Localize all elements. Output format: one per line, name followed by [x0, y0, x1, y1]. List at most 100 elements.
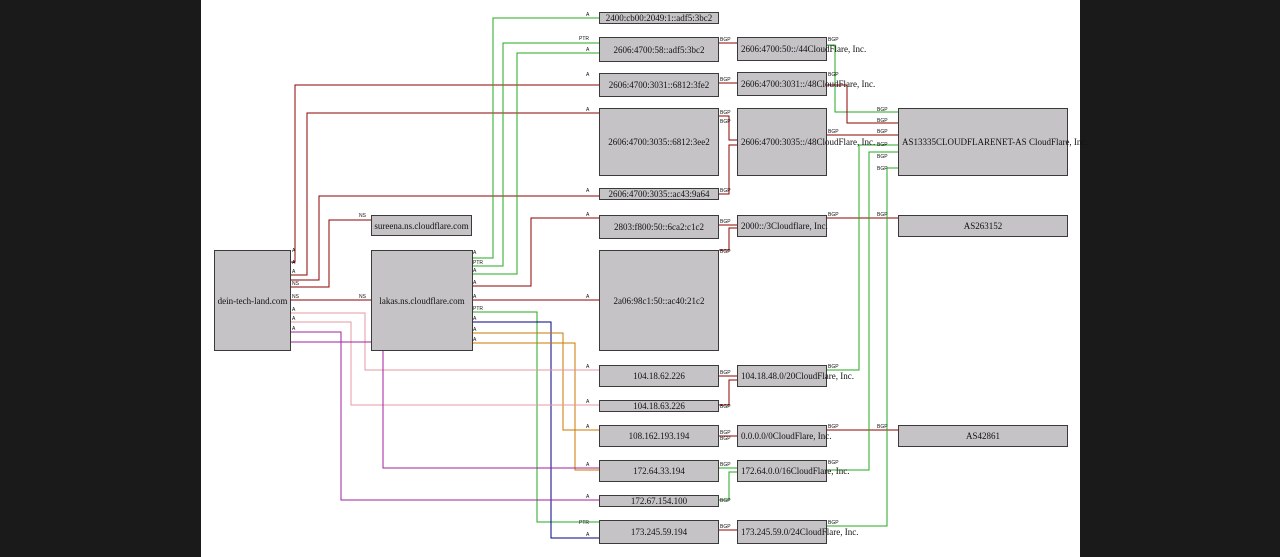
- edge-label: A: [586, 188, 590, 194]
- edge-lakas-108: [473, 332, 599, 431]
- prefix-line: 2606:4700:3031::/48: [741, 79, 817, 89]
- node-ip-172-67[interactable]: 172.67.154.100: [599, 495, 719, 507]
- node-ip-104-62[interactable]: 104.18.62.226: [599, 365, 719, 387]
- prefix-line: 173.245.59.0/24: [741, 527, 800, 537]
- edge-lakas-2606-58b: [473, 52, 599, 275]
- edge-label: PTR: [473, 306, 483, 312]
- edge-label: A: [292, 326, 296, 332]
- node-ns-lakas[interactable]: lakas.ns.cloudflare.com: [371, 250, 473, 351]
- edge-label: A: [473, 250, 477, 256]
- edge-label: A: [586, 399, 590, 405]
- prefix-owner: CloudFlare, Inc.: [795, 371, 855, 381]
- prefix-owner: CloudFlare, Inc.: [799, 527, 859, 537]
- edge-label: PTR: [579, 520, 589, 526]
- prefix-line: 172.64.0.0/16: [741, 466, 791, 476]
- edge-lakas-173: [473, 311, 599, 523]
- edge-label: A: [473, 280, 477, 286]
- edge-lakas-2606-58: [473, 42, 599, 267]
- edge-label: BGP: [877, 424, 888, 430]
- edge-label: BGP: [877, 118, 888, 124]
- node-ip-172-64[interactable]: 172.64.33.194: [599, 460, 719, 482]
- prefix-owner: CloudFlare, Inc.: [816, 137, 876, 147]
- node-ip-2606-3031[interactable]: 2606:4700:3031::6812:3fe2: [599, 73, 719, 97]
- edge-label: A: [586, 47, 590, 53]
- as-number: AS13335: [902, 137, 937, 147]
- node-as42861[interactable]: AS42861: [898, 425, 1068, 447]
- edge-label: PTR: [473, 260, 483, 266]
- edge-label: A: [586, 532, 590, 538]
- node-ip-2606-3035[interactable]: 2606:4700:3035::6812:3ee2: [599, 108, 719, 176]
- edge-label: A: [473, 327, 477, 333]
- node-ns-sureena[interactable]: sureena.ns.cloudflare.com: [371, 215, 472, 236]
- edge-label: A: [292, 248, 296, 254]
- edge-2606-3035b-pfx: [719, 144, 737, 195]
- node-ip-2606-58[interactable]: 2606:4700:58::adf5:3bc2: [599, 37, 719, 62]
- edge-label: BGP: [720, 524, 731, 530]
- edge-label: PTR: [579, 36, 589, 42]
- node-ip-2803[interactable]: 2803:f800:50::6ca2:c1c2: [599, 215, 719, 239]
- edge-label: BGP: [877, 129, 888, 135]
- edge-label: BGP: [828, 424, 839, 430]
- prefix-owner: CloudFlare, Inc.: [816, 79, 876, 89]
- edge-label: NS: [359, 213, 367, 219]
- edge-label: A: [586, 212, 590, 218]
- edge-domain-2606-3035: [291, 112, 599, 276]
- edge-label: BGP: [877, 107, 888, 113]
- node-ip-2606-3035b[interactable]: 2606:4700:3035::ac43:9a64: [599, 188, 719, 200]
- edge-lakas-2400: [473, 17, 599, 259]
- edge-label: BGP: [877, 154, 888, 160]
- edge-label: A: [586, 364, 590, 370]
- edge-label: A: [586, 294, 590, 300]
- edge-pfx104-as: [827, 144, 898, 371]
- prefix-owner: Cloudflare, Inc.: [771, 221, 828, 231]
- edge-domain-104-63: [291, 321, 599, 406]
- edge-lakas-172-64: [473, 342, 599, 471]
- edge-172-67-pfx: [719, 471, 737, 501]
- edge-pfx2606-50-as: [827, 44, 898, 113]
- edge-label: NS: [292, 294, 300, 300]
- edge-label: BGP: [877, 142, 888, 148]
- edge-label: A: [292, 316, 296, 322]
- node-ip-104-63[interactable]: 104.18.63.226: [599, 400, 719, 412]
- edge-label: BGP: [720, 37, 731, 43]
- edge-label: BGP: [720, 219, 731, 225]
- edge-label: BGP: [828, 364, 839, 370]
- edge-label: A: [473, 268, 477, 274]
- node-ip-108[interactable]: 108.162.193.194: [599, 425, 719, 447]
- edge-label: BGP: [828, 72, 839, 78]
- edge-domain-2400: [291, 84, 599, 263]
- edge-label: BGP: [828, 212, 839, 218]
- edge-label: BGP: [828, 129, 839, 135]
- edge-label: A: [586, 12, 590, 18]
- node-ip-2a06[interactable]: 2a06:98c1:50::ac40:21c2: [599, 250, 719, 351]
- node-ip-2400[interactable]: 2400:cb00:2049:1::adf5:3bc2: [599, 12, 719, 24]
- edge-label: A: [586, 107, 590, 113]
- node-ip-173[interactable]: 173.245.59.194: [599, 520, 719, 544]
- edge-label: BGP: [720, 77, 731, 83]
- node-domain[interactable]: dein-tech-land.com: [214, 250, 291, 351]
- edge-label: BGP: [720, 404, 731, 410]
- edge-label: NS: [359, 294, 367, 300]
- prefix-line: 2606:4700:3035::/48: [741, 137, 817, 147]
- edge-label: A: [586, 424, 590, 430]
- edge-label: BGP: [720, 188, 731, 194]
- edge-label: BGP: [720, 430, 731, 436]
- prefix-owner: CloudFlare, Inc.: [772, 431, 832, 441]
- edge-104-63-pfx: [719, 379, 737, 406]
- edges-layer: A A A NS NS A A A NS NS A PTR A A A PTR …: [291, 12, 898, 539]
- edge-label: BGP: [720, 110, 731, 116]
- edge-label: BGP: [828, 460, 839, 466]
- node-as263152[interactable]: AS263152: [898, 215, 1068, 237]
- edge-label: BGP: [720, 498, 731, 504]
- edge-label: A: [586, 72, 590, 78]
- edge-label: A: [292, 307, 296, 313]
